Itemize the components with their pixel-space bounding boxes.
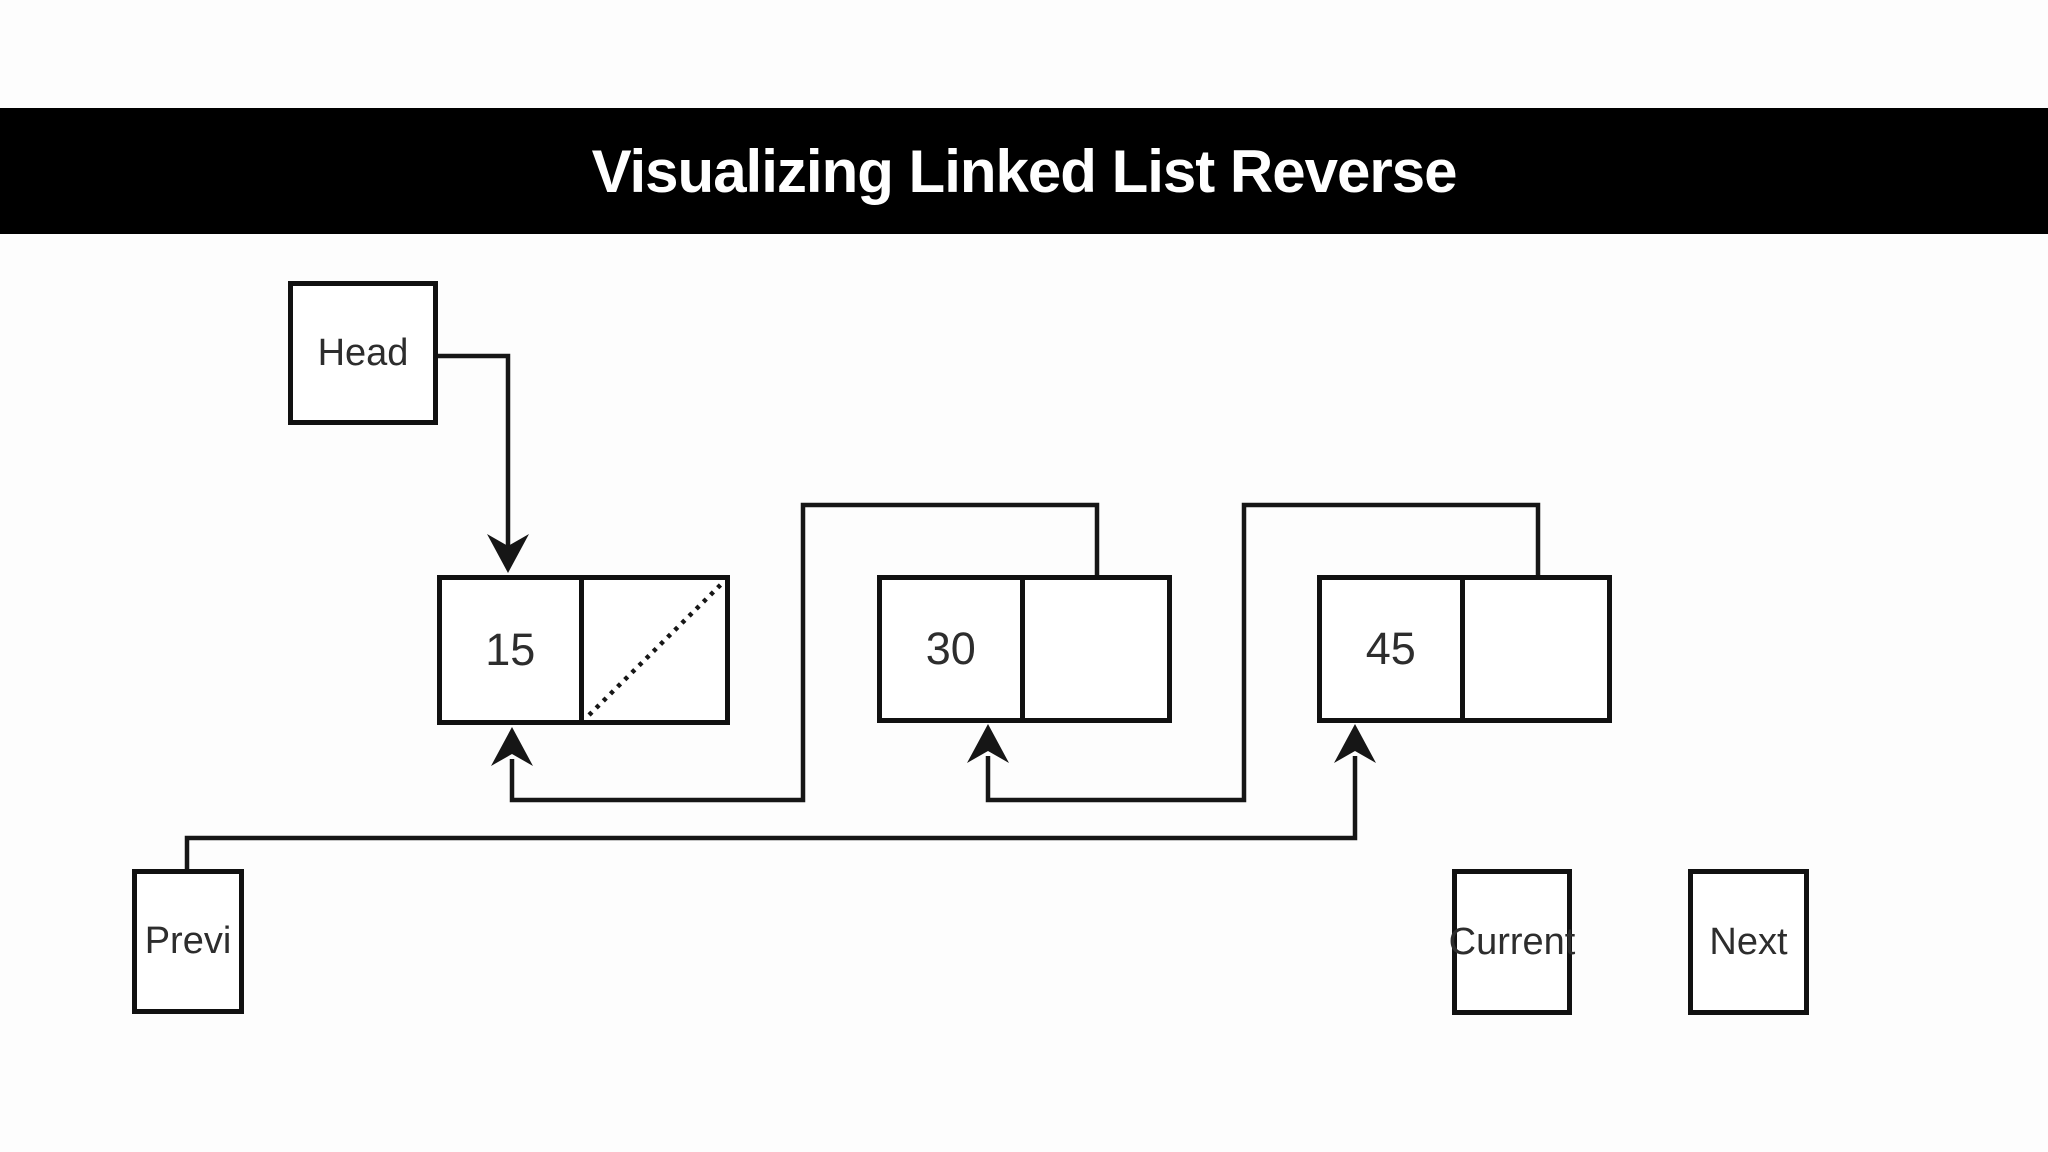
node-30-value: 30 [925, 623, 976, 674]
node-30-next-cell [1025, 580, 1168, 718]
node-15-value: 15 [485, 624, 536, 675]
head-pointer-box: Head [288, 281, 438, 425]
next-pointer-box: Next [1688, 869, 1809, 1015]
prev-pointer-box: Previ [132, 869, 244, 1014]
list-node-30: 30 [877, 575, 1172, 723]
list-node-45: 45 [1317, 575, 1612, 723]
arrowhead-up-node15-icon [491, 727, 533, 766]
edge-head-to-node15 [436, 353, 511, 547]
arrowhead-up-node45-icon [1334, 724, 1376, 763]
page-title: Visualizing Linked List Reverse [591, 137, 1458, 205]
prev-pointer-label: Previ [144, 920, 232, 962]
edge-prev-to-node45 [184, 756, 1358, 871]
node-45-value: 45 [1365, 623, 1416, 674]
node-45-value-cell: 45 [1322, 580, 1465, 718]
node-15-next-cell [584, 580, 726, 720]
node-45-next-cell [1465, 580, 1608, 718]
current-pointer-label: Current [1448, 920, 1576, 963]
list-node-15: 15 [437, 575, 730, 725]
next-pointer-label: Next [1709, 920, 1788, 963]
node-30-value-cell: 30 [882, 580, 1025, 718]
title-banner: Visualizing Linked List Reverse [0, 108, 2048, 234]
arrowhead-up-node30-icon [967, 724, 1009, 763]
arrowhead-down-node15-icon [487, 534, 529, 573]
head-pointer-label: Head [317, 331, 409, 374]
current-pointer-box: Current [1449, 869, 1575, 1015]
node-15-value-cell: 15 [442, 580, 584, 720]
null-slash-icon [586, 583, 722, 717]
